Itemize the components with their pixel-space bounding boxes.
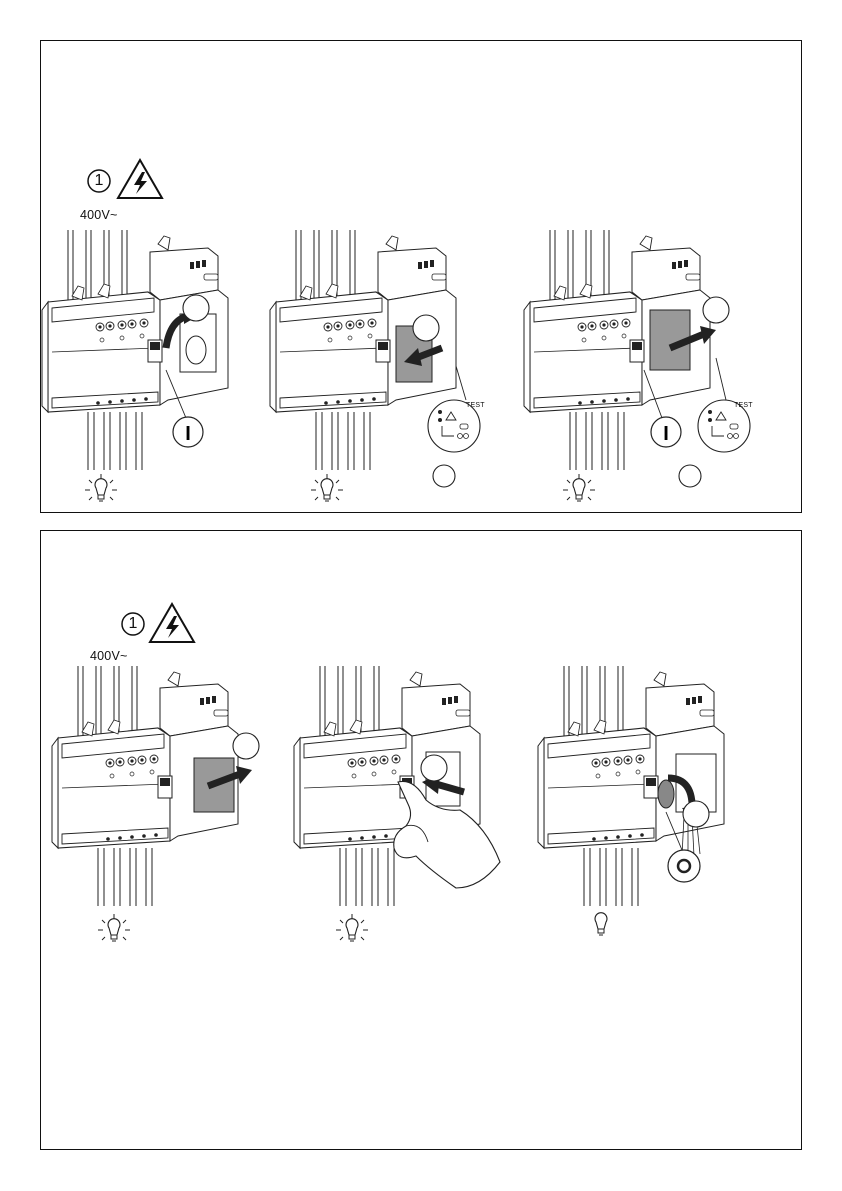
- test-label-3: TEST: [734, 402, 753, 409]
- breaker-device-5: [294, 666, 500, 906]
- high-voltage-warning-icon-bottom: [150, 604, 194, 642]
- on-symbol-3: I: [663, 423, 669, 445]
- breaker-device-4: [52, 666, 259, 906]
- lamp-lit-icon-1: [85, 474, 117, 501]
- test-label-2: TEST: [466, 402, 485, 409]
- lamp-lit-icon-3: [563, 474, 595, 501]
- lamp-lit-icon-2: [311, 474, 343, 501]
- breaker-device-3: [524, 230, 750, 487]
- breaker-device-1: [42, 230, 228, 470]
- lamp-lit-icon-5: [336, 914, 368, 941]
- breaker-device-6: [538, 666, 724, 906]
- breaker-device-2: [270, 230, 480, 487]
- step-circle-top: [88, 170, 110, 192]
- lamp-off-icon-6: [595, 913, 607, 935]
- lamp-lit-icon-4: [98, 914, 130, 941]
- high-voltage-warning-icon-top: [118, 160, 162, 198]
- on-symbol-1: I: [185, 423, 191, 445]
- step-circle-bottom: [122, 613, 144, 635]
